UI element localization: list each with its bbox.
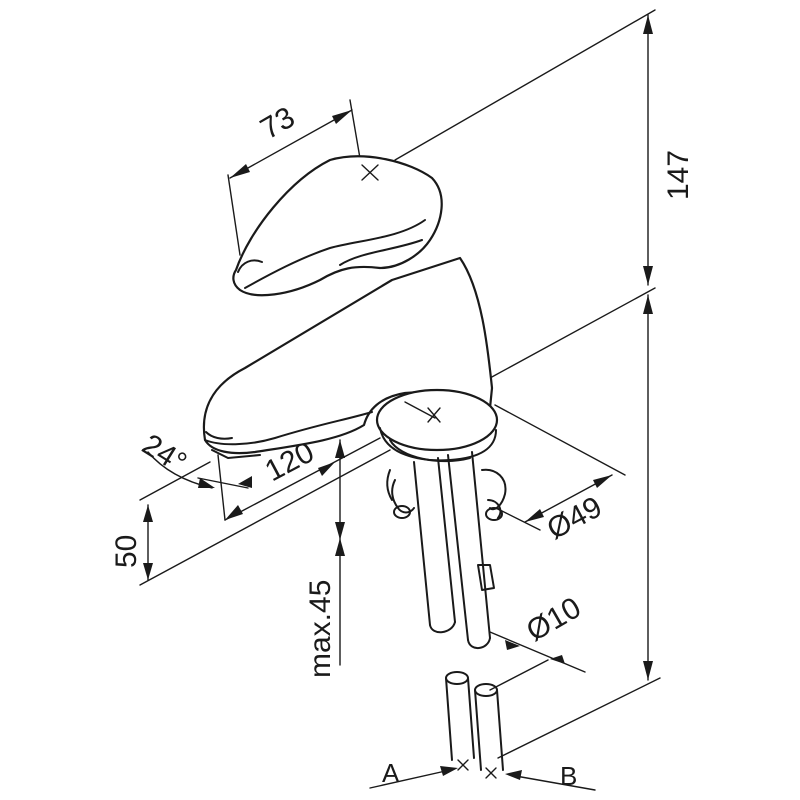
connection-labels: A B — [369, 758, 596, 791]
dim-spout-angle-label: 24° — [136, 428, 192, 480]
dim-pipe-diameter: Ø10 — [489, 591, 587, 691]
dim-total-height: 147 — [643, 14, 695, 286]
supply-hoses-upper — [413, 451, 495, 649]
dim-max-deck-label: max.45 — [304, 580, 337, 678]
faucet-spout — [202, 256, 494, 459]
supply-hoses-lower — [445, 671, 504, 779]
mounting-clips — [386, 468, 507, 521]
dim-total-height-label: 147 — [662, 150, 695, 200]
dim-body-height — [643, 294, 653, 681]
connection-a-label: A — [382, 758, 400, 788]
extension-lines — [139, 9, 661, 759]
faucet-base — [375, 388, 499, 463]
dim-pipe-diameter-label: Ø10 — [521, 591, 587, 648]
dim-max-deck: max.45 — [304, 439, 345, 678]
dim-base-diameter-label: Ø49 — [542, 490, 608, 546]
dim-spout-height: 50 — [110, 504, 153, 581]
dim-spout-height-label: 50 — [110, 535, 143, 568]
faucet-lever — [232, 155, 443, 297]
dim-base-diameter: Ø49 — [524, 474, 613, 546]
connection-b-label: B — [560, 761, 577, 791]
dim-lever-length-label: 73 — [255, 101, 300, 146]
